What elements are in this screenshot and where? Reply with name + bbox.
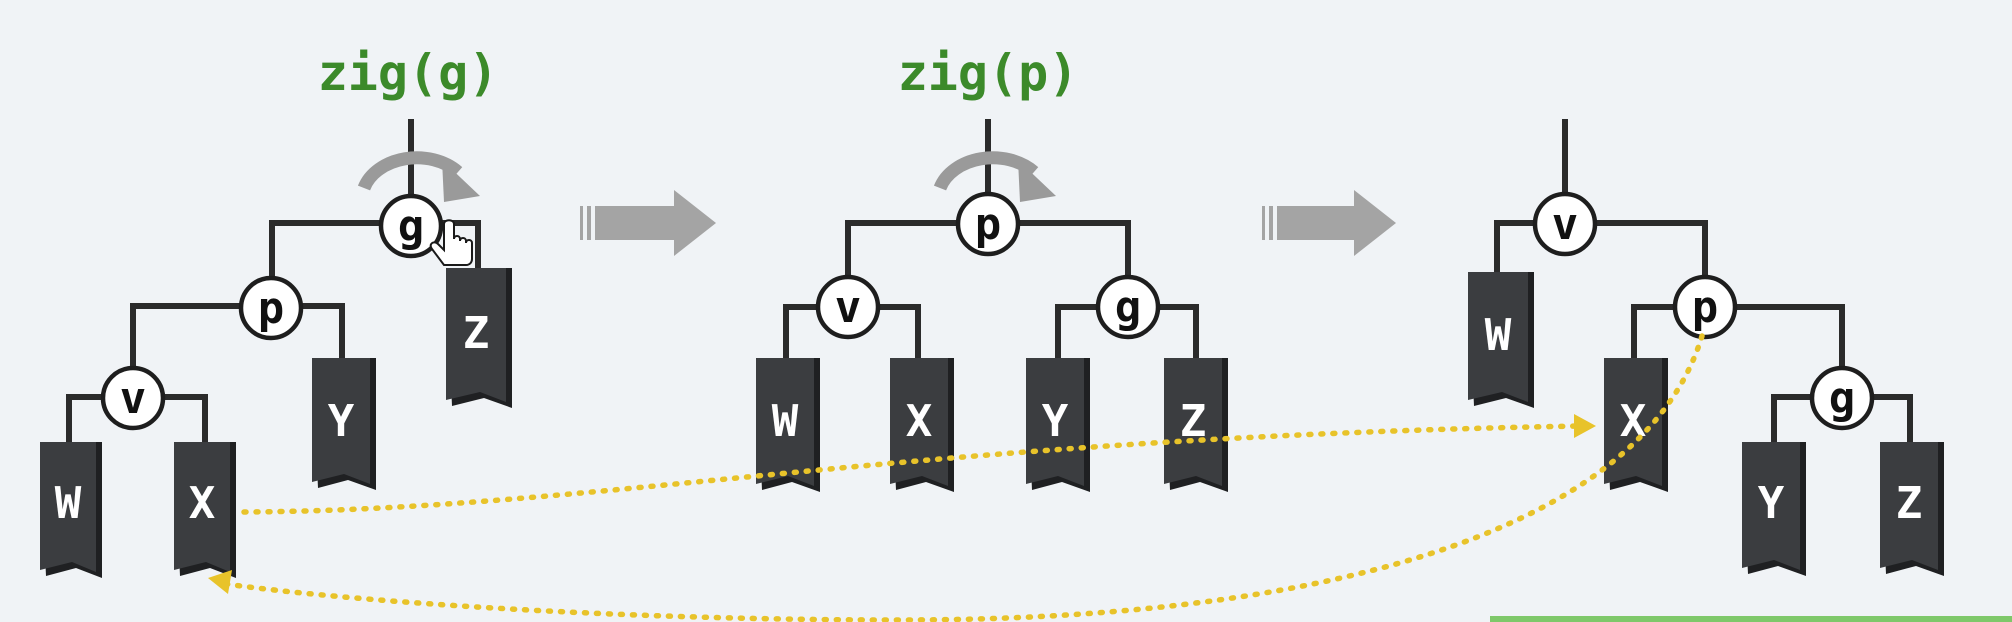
subtree-z-label: Z bbox=[1896, 478, 1923, 529]
edge-p-y bbox=[298, 303, 345, 361]
p-return-arrow bbox=[208, 333, 1705, 622]
node-v: v bbox=[1532, 191, 1598, 257]
node-g: g bbox=[1095, 274, 1161, 340]
subtree-y: Y bbox=[1026, 358, 1090, 492]
subtree-y: Y bbox=[312, 358, 376, 490]
node-v-label: v bbox=[1552, 199, 1579, 250]
subtree-z: Z bbox=[446, 268, 512, 408]
rotation-arrow-icon bbox=[933, 151, 1056, 202]
edge-v-x bbox=[160, 394, 208, 449]
edge-p-g bbox=[1732, 304, 1845, 373]
subtree-w: W bbox=[1468, 272, 1534, 408]
edge-v-w bbox=[66, 394, 106, 449]
node-p: p bbox=[1672, 274, 1738, 340]
zig-p-label: zig(p) bbox=[898, 44, 1079, 102]
subtree-x: X bbox=[1604, 358, 1668, 492]
subtree-w: W bbox=[756, 358, 820, 492]
node-g-label: g bbox=[1829, 373, 1856, 424]
node-g-label: g bbox=[1115, 282, 1142, 333]
right-arrow-icon bbox=[580, 190, 716, 256]
node-p: p bbox=[955, 191, 1021, 257]
edge-g-y bbox=[1055, 304, 1101, 361]
edge-v-p bbox=[1592, 220, 1708, 289]
edge-v-w bbox=[783, 304, 821, 361]
node-g: g bbox=[1809, 365, 1875, 431]
subtree-z-label: Z bbox=[463, 308, 490, 359]
node-p: p bbox=[238, 275, 304, 341]
x-correspondence-arrow bbox=[241, 414, 1596, 515]
edge-p-x bbox=[1631, 304, 1678, 361]
stage-1-tree: zig(g) g p v bbox=[40, 44, 512, 578]
node-p-label: p bbox=[258, 283, 285, 334]
subtree-y: Y bbox=[1742, 442, 1806, 576]
edge-p-g bbox=[1015, 220, 1131, 289]
edge-g-y bbox=[1771, 394, 1815, 449]
node-v: v bbox=[815, 274, 881, 340]
subtree-x: X bbox=[890, 358, 954, 492]
edge-g-z bbox=[1155, 304, 1199, 361]
zig-g-label: zig(g) bbox=[318, 44, 499, 102]
subtree-w: W bbox=[40, 442, 102, 578]
node-p-label: p bbox=[975, 199, 1002, 250]
edge-v-w bbox=[1494, 220, 1538, 277]
node-g: g bbox=[378, 193, 444, 259]
node-v: v bbox=[100, 365, 166, 431]
hand-cursor-icon bbox=[429, 219, 473, 266]
subtree-x-label: X bbox=[906, 396, 933, 447]
right-arrow-icon bbox=[1262, 190, 1396, 256]
edge-p-v bbox=[845, 220, 961, 289]
node-v-label: v bbox=[835, 282, 862, 333]
node-g-label: g bbox=[398, 201, 425, 252]
stage-2-tree: zig(p) p v g W bbox=[756, 44, 1228, 492]
subtree-w-label: W bbox=[55, 478, 82, 529]
edge-g-p bbox=[269, 220, 384, 289]
subtree-w-label: W bbox=[772, 396, 799, 447]
subtree-w-label: W bbox=[1485, 310, 1512, 361]
bottom-green-strip bbox=[1490, 616, 2012, 622]
subtree-y-label: Y bbox=[1042, 396, 1069, 447]
node-v-label: v bbox=[120, 373, 147, 424]
subtree-x-label: X bbox=[1620, 396, 1647, 447]
subtree-z: Z bbox=[1880, 442, 1944, 576]
edge-g-z bbox=[1869, 394, 1913, 449]
edge-p-v bbox=[130, 303, 244, 373]
subtree-z: Z bbox=[1164, 358, 1228, 492]
subtree-x: X bbox=[174, 442, 236, 578]
node-p-label: p bbox=[1692, 282, 1719, 333]
subtree-x-label: X bbox=[189, 478, 216, 529]
stage-3-tree: v p g W X Y Z bbox=[1468, 119, 1944, 576]
rotation-arrow-icon bbox=[357, 151, 480, 202]
edge-v-x bbox=[875, 304, 921, 361]
subtree-y-label: Y bbox=[328, 396, 355, 447]
subtree-y-label: Y bbox=[1758, 478, 1785, 529]
